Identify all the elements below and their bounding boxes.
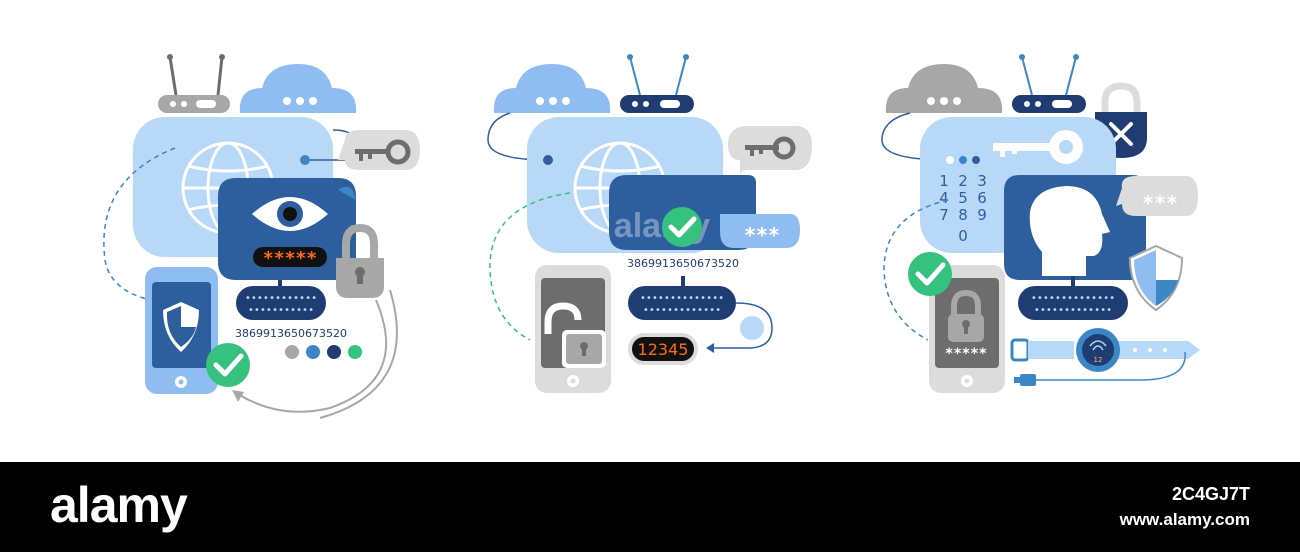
svg-text:•••••••••••••: ••••••••••••• [1034, 305, 1112, 316]
key-icon [993, 130, 1083, 164]
checkmark-icon [908, 252, 952, 296]
watch-digits: 12 [1094, 356, 1103, 364]
checkmark-icon [206, 343, 250, 387]
color-dots [285, 345, 362, 359]
svg-text:8: 8 [958, 206, 968, 224]
footer-logo[interactable]: alamy [50, 477, 188, 533]
speech-bubble: *** [1116, 176, 1198, 216]
cloud-icon [885, 64, 1003, 113]
panel-1: ***** •••••••••••• ••••••••••• 386991365… [103, 54, 420, 419]
keyboard-icon: •••••••••••••• ••••••••••••• [628, 276, 736, 320]
svg-text:5: 5 [958, 189, 968, 207]
svg-text:••••••••••••••: •••••••••••••• [1031, 293, 1115, 304]
shield-icon [163, 302, 199, 352]
svg-text:••••••••••••••: •••••••••••••• [640, 293, 724, 304]
panel-2: alamy *** 3869913650673520 •••••••••••••… [487, 54, 812, 393]
key-icon [338, 130, 420, 170]
router-icon [158, 54, 230, 113]
svg-text:7: 7 [939, 206, 949, 224]
svg-text:••••••••••••: •••••••••••• [245, 293, 317, 304]
keypad: 1 4 7 2 5 8 0 3 6 9 [939, 172, 987, 245]
image-id: 2C4GJ7T [1171, 484, 1250, 504]
shield-icon [1128, 244, 1184, 312]
speech-bubble: *** [720, 214, 800, 248]
illustration-area: ***** •••••••••••• ••••••••••• 386991365… [103, 54, 1200, 419]
footer-bar: alamy 2C4GJ7T www.alamy.com [0, 462, 1300, 552]
unlocked-padlock-icon [544, 302, 606, 368]
pin-display: 12345 [628, 333, 698, 365]
illustration-svg: ***** •••••••••••• ••••••••••• 386991365… [103, 54, 1200, 419]
svg-text:3: 3 [977, 172, 987, 190]
svg-text:•••••••••••••: ••••••••••••• [643, 305, 721, 316]
svg-text:1: 1 [939, 172, 949, 190]
svg-text:2: 2 [958, 172, 968, 190]
password-field: ***** [253, 247, 327, 269]
panel-3: 1 4 7 2 5 8 0 3 6 9 *** •••••• [881, 54, 1200, 393]
checkmark-icon [662, 207, 702, 247]
code-number: 3869913650673520 [627, 257, 739, 270]
padlock-icon [948, 289, 984, 342]
speech-dots: *** [1142, 191, 1178, 215]
router-icon [620, 54, 694, 113]
phone-pin-mask: ***** [945, 346, 987, 362]
padlock-icon [336, 223, 384, 298]
smartwatch-icon: 12 [1010, 328, 1200, 372]
cloud-icon [239, 64, 357, 113]
keyboard-icon: •••••••••••• ••••••••••• [236, 280, 326, 320]
svg-text:4: 4 [939, 189, 949, 207]
eye-icon [252, 197, 328, 231]
footer-url[interactable]: www.alamy.com [1119, 510, 1250, 529]
fingerprint-icon [1089, 340, 1107, 351]
user-head-icon [1029, 186, 1110, 276]
code-number: 3869913650673520 [235, 327, 347, 340]
usb-plug-icon [1014, 351, 1186, 386]
svg-text:0: 0 [958, 227, 968, 245]
pin-code: 12345 [638, 340, 689, 359]
cloud-icon [493, 64, 611, 113]
key-icon [728, 126, 812, 176]
speech-dots: *** [744, 223, 780, 247]
password-mask: ***** [263, 248, 317, 269]
keyboard-icon: •••••••••••••• ••••••••••••• [1018, 276, 1128, 320]
svg-text:6: 6 [977, 189, 987, 207]
router-icon [1012, 54, 1086, 113]
svg-text:9: 9 [977, 206, 987, 224]
svg-text:•••••••••••: ••••••••••• [248, 305, 314, 316]
